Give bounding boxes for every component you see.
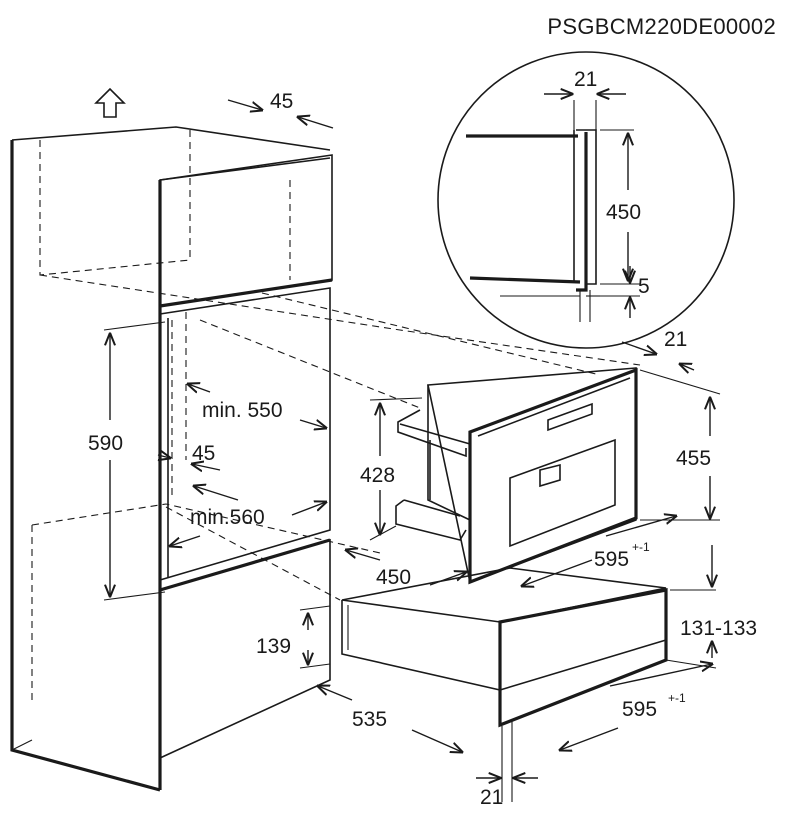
up-arrow-icon (94, 87, 126, 118)
dim-drawer-height: 131-133 (680, 617, 757, 640)
detail-view (437, 51, 735, 349)
dim-appliance-width-tolerance: +-1 (632, 540, 650, 554)
tall-cabinet (10, 126, 641, 792)
dim-drawer-width: 595 (622, 698, 657, 721)
drawing-code: PSGBCM220DE00002 (547, 14, 776, 39)
dim-drawer-width-tolerance: +-1 (668, 691, 686, 705)
dim-appliance-width: 595 (594, 548, 629, 571)
dim-appliance-depth: 450 (376, 566, 411, 589)
warming-drawer (341, 567, 668, 728)
dim-carcass-depth: 535 (352, 708, 387, 731)
dim-niche-width-min: min.560 (190, 506, 265, 529)
dim-top-depth: 45 (270, 90, 293, 113)
dim-appliance-height: 455 (676, 447, 711, 470)
dim-drawer-front-height: 139 (256, 635, 291, 658)
dim-appliance-body-height: 428 (360, 464, 395, 487)
dim-detail-height: 450 (606, 201, 641, 224)
dim-bottom-gap: 21 (480, 786, 503, 809)
coffee-machine (395, 367, 638, 585)
dim-detail-gap-top: 21 (574, 68, 597, 91)
dim-niche-height: 590 (88, 432, 123, 455)
dim-detail-gap-bottom: 5 (638, 275, 650, 298)
dim-appliance-offset: 21 (664, 328, 687, 351)
dim-niche-gap: 45 (192, 442, 215, 465)
dim-niche-depth-min: min. 550 (202, 399, 283, 422)
